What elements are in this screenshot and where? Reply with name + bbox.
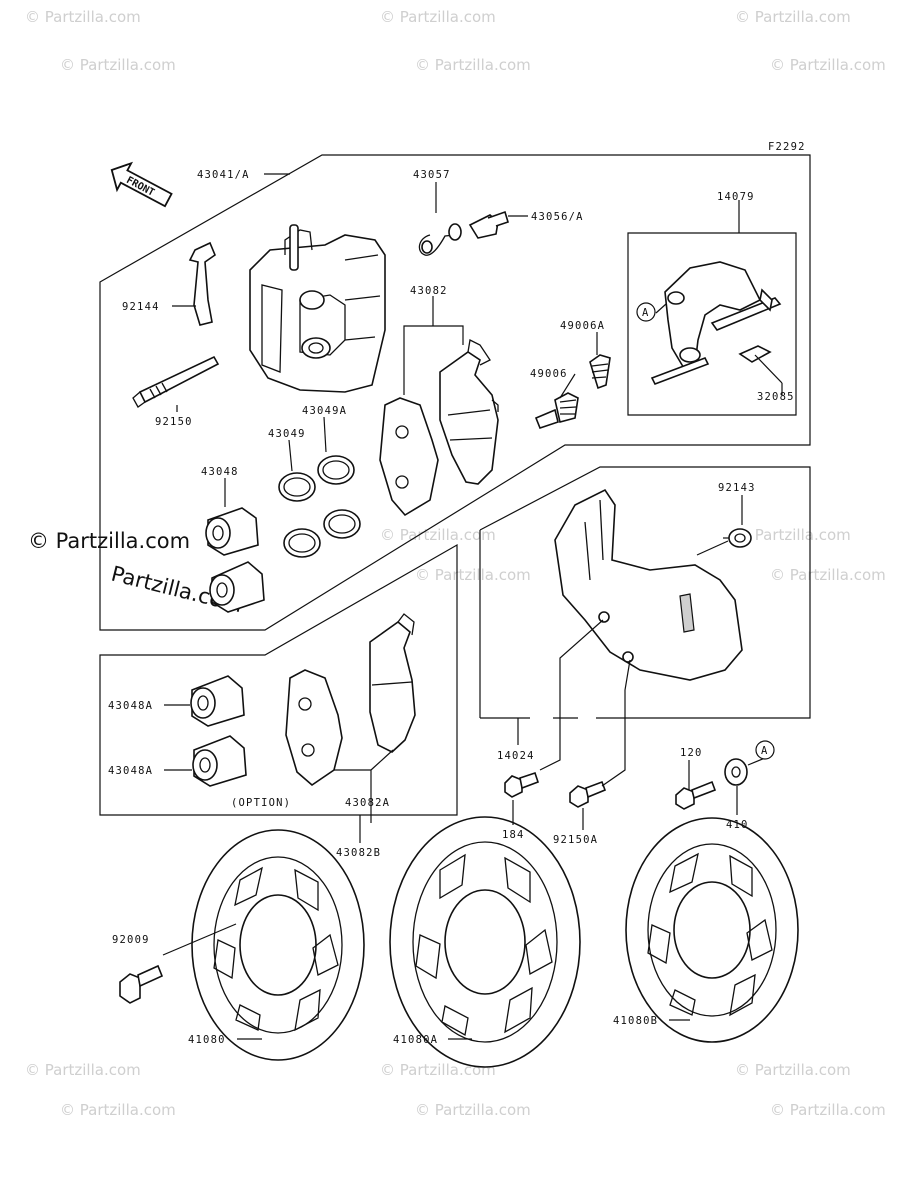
- part-number: 92144: [122, 301, 160, 313]
- pad-spring-clip: [188, 241, 216, 326]
- watermark: © Partzilla.com: [415, 56, 531, 74]
- part-number: 43041/A: [197, 169, 250, 181]
- watermark: © Partzilla.com: [415, 566, 531, 584]
- part-number: 43056/A: [531, 211, 584, 223]
- svg-text:A: A: [761, 745, 769, 757]
- caliper-pin: [132, 355, 220, 408]
- part-number: 43048A: [108, 700, 153, 712]
- copyright-label: © Partzilla.com: [28, 529, 190, 553]
- brake-disc-41080A: [389, 816, 581, 1068]
- brake-disc-41080: [191, 829, 365, 1061]
- part-number: 43049: [268, 428, 306, 440]
- part-labels: 43041/A 43057 43056/A 14079 92144 43082 …: [108, 169, 795, 1046]
- watermark: © Partzilla.com: [735, 1061, 851, 1079]
- watermarks: © Partzilla.com © Partzilla.com © Partzi…: [25, 8, 886, 1119]
- part-number: 43048: [201, 466, 239, 478]
- piston-seals: [278, 455, 361, 558]
- pad-clip-32085: [738, 345, 772, 363]
- part-number: 92150: [155, 416, 193, 428]
- marker-a-1: A: [636, 302, 656, 322]
- option-pads-box: [99, 543, 458, 816]
- part-number: 92009: [112, 934, 150, 946]
- brake-disc-41080B: [625, 817, 799, 1043]
- option-pistons: [190, 675, 247, 787]
- part-number: 43082A: [345, 797, 390, 809]
- washer-410: [724, 758, 748, 786]
- collar-92143: [728, 528, 752, 548]
- part-number: 410: [726, 819, 749, 831]
- option-brake-pads: [285, 613, 416, 787]
- watermark: © Partzilla.com: [770, 566, 886, 584]
- part-number: 32085: [757, 391, 795, 403]
- part-number: 92143: [718, 482, 756, 494]
- caliper-group-box: [99, 154, 811, 631]
- watermark: © Partzilla.com: [735, 8, 851, 26]
- part-number: 49006A: [560, 320, 605, 332]
- watermark: © Partzilla.com: [735, 526, 851, 544]
- part-number: 49006: [530, 368, 568, 380]
- part-number: 43048A: [108, 765, 153, 777]
- part-number: 41080: [188, 1034, 226, 1046]
- part-number: 41080B: [613, 1015, 658, 1027]
- bracket-group-box: [627, 232, 797, 416]
- brake-pads: [379, 339, 499, 517]
- caliper-body: [249, 224, 386, 393]
- watermark: © Partzilla.com: [60, 1101, 176, 1119]
- watermark: © Partzilla.com: [380, 526, 496, 544]
- part-number: 92150A: [553, 834, 598, 846]
- bleeder-cap: [418, 223, 462, 256]
- part-number: 184: [502, 829, 525, 841]
- bolt-92009: [119, 964, 164, 1004]
- bolt-184: [504, 771, 540, 798]
- watermark: © Partzilla.com: [60, 56, 176, 74]
- disc-cover: [554, 488, 743, 681]
- part-number: 43082: [410, 285, 448, 297]
- part-number: 43049A: [302, 405, 347, 417]
- front-arrow-icon: FRONT: [110, 161, 173, 208]
- watermark: © Partzilla.com: [25, 1061, 141, 1079]
- part-number: 43082B: [336, 847, 381, 859]
- bleeder-valve: [468, 210, 509, 239]
- watermark: © Partzilla.com: [770, 1101, 886, 1119]
- watermark: © Partzilla.com: [380, 8, 496, 26]
- option-label: (OPTION): [231, 797, 291, 809]
- part-number: 14079: [717, 191, 755, 203]
- watermark: © Partzilla.com: [415, 1101, 531, 1119]
- watermark: © Partzilla.com: [25, 8, 141, 26]
- marker-a-2: A: [755, 740, 775, 760]
- watermark: © Partzilla.com: [770, 56, 886, 74]
- part-number: 41080A: [393, 1034, 438, 1046]
- bolt-92150A: [569, 780, 607, 808]
- leader-lines: [162, 173, 783, 1040]
- part-number: 14024: [497, 750, 535, 762]
- dust-boots: [534, 354, 611, 429]
- caliper-bracket: [650, 261, 782, 386]
- bolt-120: [675, 780, 717, 810]
- pistons: [205, 507, 265, 613]
- part-number: 43057: [413, 169, 451, 181]
- part-number: 120: [680, 747, 703, 759]
- svg-text:A: A: [642, 307, 650, 319]
- drawing-code: F2292: [768, 141, 806, 153]
